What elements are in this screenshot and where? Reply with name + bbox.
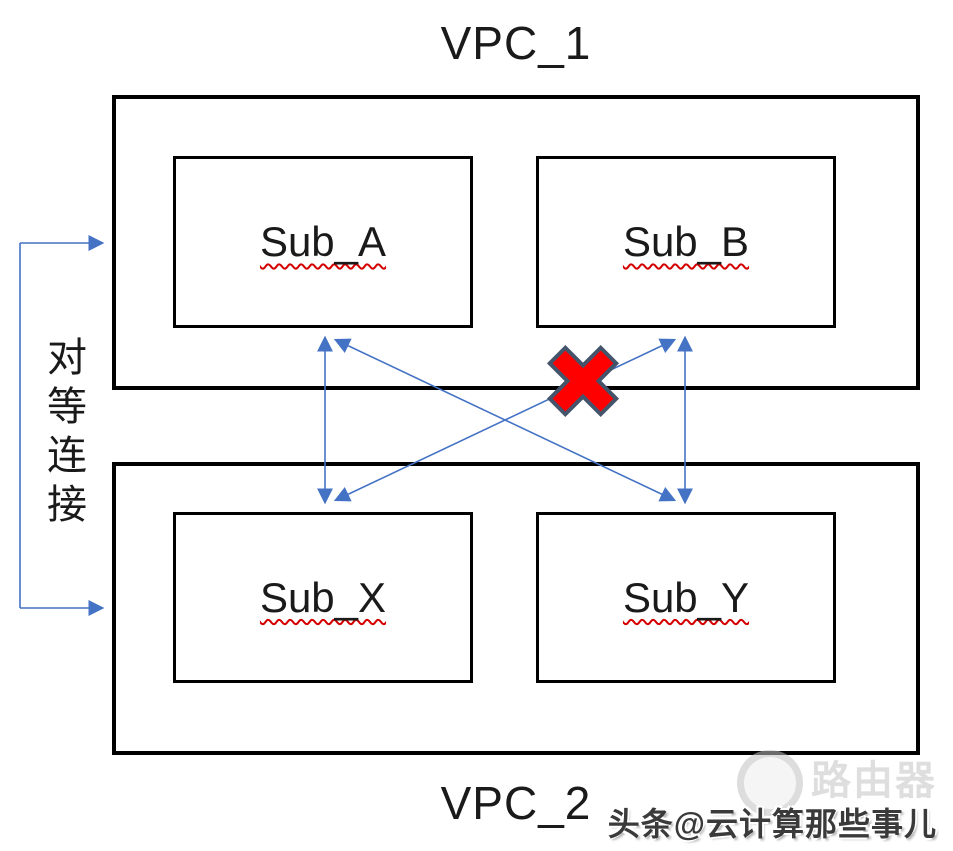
subnet-label-sub-b: Sub_B xyxy=(622,218,750,265)
subnet-box-sub-b: Sub_B xyxy=(536,156,836,328)
peering-connection-label: 对等连接 xyxy=(41,336,85,532)
watermark-faint-text: 路由器 xyxy=(811,759,937,803)
watermark-text: 头条@云计算那些事儿 xyxy=(607,806,937,842)
subnet-box-sub-x: Sub_X xyxy=(173,512,473,683)
vpc1-title: VPC_1 xyxy=(440,17,592,69)
subnet-label-sub-y: Sub_Y xyxy=(622,573,750,621)
vpc2-title: VPC_2 xyxy=(440,777,592,829)
subnet-label-sub-a: Sub_A xyxy=(259,218,387,265)
subnet-box-sub-a: Sub_A xyxy=(173,156,473,328)
watermark-stamp-circle xyxy=(737,750,803,816)
subnet-label-sub-x: Sub_X xyxy=(259,573,387,621)
subnet-box-sub-y: Sub_Y xyxy=(536,512,836,683)
